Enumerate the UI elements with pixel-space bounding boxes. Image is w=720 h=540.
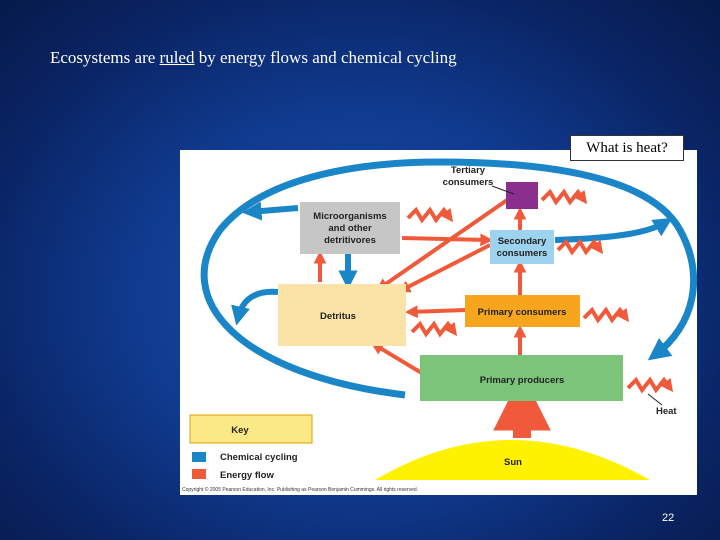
ecosystem-diagram: Sun Heat Tertiary cons — [180, 150, 697, 495]
primary-consumers-label: Primary consumers — [478, 307, 567, 318]
chemical-cycle-outer-loop — [200, 158, 697, 399]
tertiary-label-2: consumers — [443, 177, 494, 188]
chemical-arrow-detritus-left — [231, 288, 279, 326]
copyright: Copyright © 2005 Pearson Education, Inc.… — [182, 486, 418, 493]
chemical-arrow-secondary-right — [554, 217, 673, 243]
key-swatch-chemical — [192, 452, 206, 462]
sun-label: Sun — [504, 457, 522, 468]
tertiary-label-1: Tertiary — [451, 165, 486, 176]
secondary-label-1: Secondary — [498, 236, 547, 247]
key-energy-label: Energy flow — [220, 470, 274, 481]
micro-box — [300, 202, 400, 254]
micro-label-2: and other — [328, 223, 372, 234]
heat-zigzag-micro — [406, 206, 454, 224]
micro-label-1: Microorganisms — [313, 211, 386, 222]
primary-producers-box — [420, 355, 623, 401]
heat-zigzag-secondary — [556, 238, 604, 256]
title-ruled-word: ruled — [159, 48, 195, 67]
micro-label-3: detritivores — [324, 235, 376, 246]
energy-arrow-secondary-detritus — [397, 243, 491, 293]
title-text-1: Ecosystems are — [50, 48, 160, 67]
heat-zigzag-detritus — [410, 320, 458, 338]
detritus-label: Detritus — [320, 311, 356, 322]
energy-arrow-tertiary-detritus — [375, 196, 512, 291]
chemical-arrow-micro-left — [242, 201, 299, 221]
heat-zigzag-tertiary — [540, 188, 588, 206]
heat-zigzag-primary — [582, 306, 630, 324]
key-chemical-label: Chemical cycling — [220, 452, 298, 463]
detritus-box — [278, 284, 406, 346]
key-title: Key — [231, 425, 249, 436]
tertiary-pointer — [491, 185, 515, 195]
heat-pointer — [647, 393, 663, 406]
energy-arrow-primary-detritus — [404, 305, 466, 319]
sun-shape — [375, 440, 650, 480]
primary-producers-label: Primary producers — [480, 375, 564, 386]
slide-title: Ecosystems are ruled by energy flows and… — [50, 48, 457, 68]
title-text-2: by energy flows and chemical cycling — [194, 48, 457, 67]
primary-consumers-box — [465, 295, 580, 327]
energy-arrow-micro-secondary — [401, 233, 494, 247]
key-swatch-energy — [192, 469, 206, 479]
page-number: 22 — [662, 512, 675, 524]
what-is-heat-callout: What is heat? — [570, 135, 684, 161]
secondary-label-2: consumers — [497, 248, 548, 259]
heat-label: Heat — [656, 406, 677, 417]
tertiary-consumers-box — [506, 182, 538, 209]
heat-zigzags — [406, 188, 674, 394]
heat-zigzag-producers — [626, 376, 674, 394]
key-box — [189, 414, 313, 444]
ecosystem-diagram-svg: Sun Heat Tertiary cons — [182, 158, 697, 493]
secondary-consumers-box — [490, 230, 554, 264]
